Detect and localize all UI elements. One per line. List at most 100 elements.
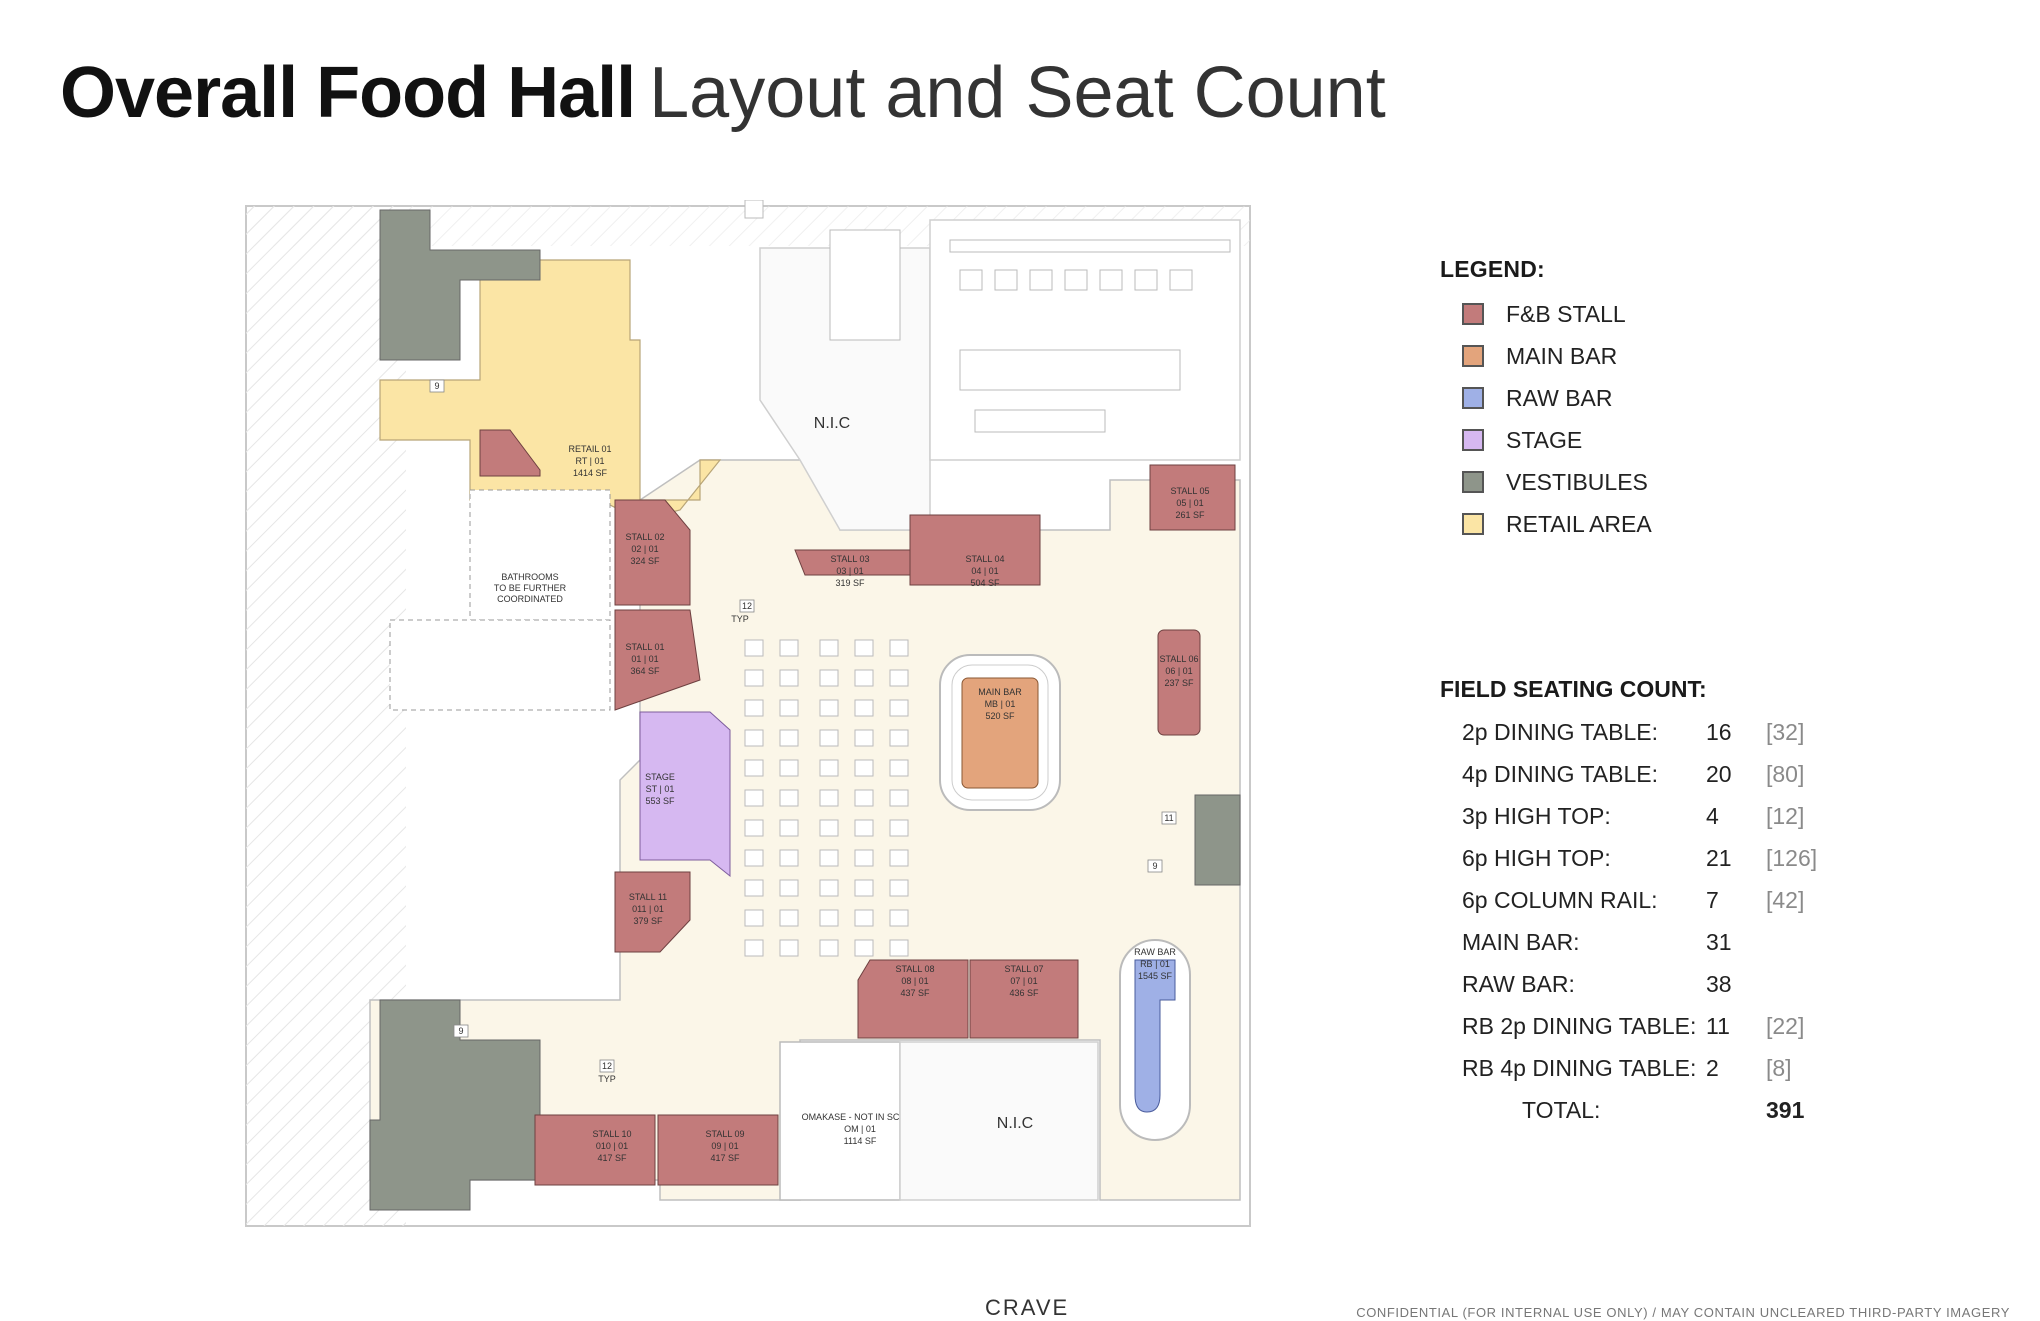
stall-05-code: 05 | 01 bbox=[1176, 498, 1203, 508]
dining-table-grid bbox=[744, 639, 909, 957]
stall-04: STALL 04 04 | 01 504 SF bbox=[909, 514, 1041, 588]
note-3: 9 bbox=[1152, 861, 1157, 871]
retail-area: 1414 SF bbox=[573, 468, 608, 478]
seating-title: FIELD SEATING COUNT: bbox=[1440, 676, 1707, 702]
dining-table bbox=[744, 759, 764, 777]
total-count: 391 bbox=[1766, 1096, 1805, 1123]
dining-table bbox=[889, 729, 909, 747]
dining-table bbox=[854, 639, 874, 657]
seat-capacity: [22] bbox=[1766, 1012, 1805, 1039]
dining-table bbox=[819, 879, 839, 897]
legend-title: LEGEND: bbox=[1440, 256, 1545, 282]
stall-07: STALL 07 07 | 01 436 SF bbox=[969, 959, 1079, 1039]
dining-table bbox=[744, 879, 764, 897]
stage-code: ST | 01 bbox=[646, 784, 675, 794]
dining-table bbox=[819, 639, 839, 657]
stall-05-name: STALL 05 bbox=[1170, 486, 1209, 496]
stage-area-text: 553 SF bbox=[645, 796, 675, 806]
dining-table bbox=[889, 789, 909, 807]
legend-label: VESTIBULES bbox=[1506, 468, 1648, 495]
confidential-note: CONFIDENTIAL (FOR INTERNAL USE ONLY) / M… bbox=[1356, 1305, 2010, 1320]
dining-table bbox=[779, 939, 799, 957]
dining-table bbox=[744, 699, 764, 717]
dining-table bbox=[889, 699, 909, 717]
legend-item-stage: STAGE bbox=[1440, 419, 2000, 461]
dining-table bbox=[779, 699, 799, 717]
main-bar-area: 520 SF bbox=[985, 711, 1015, 721]
dining-table bbox=[779, 789, 799, 807]
dining-table bbox=[819, 939, 839, 957]
nic-top-label: N.I.C bbox=[814, 415, 850, 432]
dining-table bbox=[744, 789, 764, 807]
nic-bottom-label: N.I.C bbox=[997, 1115, 1033, 1132]
dining-table bbox=[744, 849, 764, 867]
stall-02-area: 324 SF bbox=[630, 556, 660, 566]
stall-04-area: 504 SF bbox=[970, 578, 1000, 588]
legend-swatch bbox=[1462, 387, 1484, 409]
seat-capacity: [42] bbox=[1766, 886, 1805, 913]
seat-label: RB 2p DINING TABLE: bbox=[1462, 1012, 1697, 1039]
bathrooms-line1: BATHROOMS bbox=[501, 572, 558, 582]
seat-count: 31 bbox=[1706, 928, 1732, 955]
dining-table bbox=[744, 819, 764, 837]
seat-label: RAW BAR: bbox=[1462, 970, 1575, 997]
omakase-name: OMAKASE - NOT IN SCOPE bbox=[802, 1112, 919, 1122]
upper-right-tables bbox=[829, 229, 1231, 433]
dining-table bbox=[889, 759, 909, 777]
stall-10-code: 010 | 01 bbox=[596, 1141, 628, 1151]
legend-label: RETAIL AREA bbox=[1506, 510, 1652, 537]
dining-table bbox=[889, 669, 909, 687]
stall-02-name: STALL 02 bbox=[625, 532, 664, 542]
dining-table bbox=[854, 729, 874, 747]
stall-02-code: 02 | 01 bbox=[631, 544, 658, 554]
dining-table bbox=[854, 909, 874, 927]
seat-label: MAIN BAR: bbox=[1462, 928, 1580, 955]
legend-label: STAGE bbox=[1506, 426, 1583, 453]
dining-table bbox=[744, 669, 764, 687]
note-1: 9 bbox=[434, 381, 439, 391]
dining-table bbox=[779, 729, 799, 747]
dining-table bbox=[779, 669, 799, 687]
seat-label: RB 4p DINING TABLE: bbox=[1462, 1054, 1697, 1081]
legend-swatch bbox=[1462, 471, 1484, 493]
dining-table bbox=[744, 639, 764, 657]
omakase-area: OMAKASE - NOT IN SCOPE OM | 01 1114 SF bbox=[779, 1041, 919, 1201]
seat-row-6p-column-rail: 6p COLUMN RAIL: 7 [42] bbox=[1440, 879, 2020, 921]
stall-06: STALL 06 06 | 01 237 SF bbox=[1157, 629, 1201, 736]
dining-table bbox=[819, 759, 839, 777]
stall-09-name: STALL 09 bbox=[705, 1129, 744, 1139]
dining-table bbox=[889, 879, 909, 897]
seat-label: 6p HIGH TOP: bbox=[1462, 844, 1611, 871]
stall-03-code: 03 | 01 bbox=[836, 566, 863, 576]
legend-swatch bbox=[1462, 303, 1484, 325]
dining-table bbox=[854, 849, 874, 867]
seat-count: 7 bbox=[1706, 886, 1719, 913]
seat-label: 2p DINING TABLE: bbox=[1462, 718, 1658, 745]
stall-03-area: 319 SF bbox=[835, 578, 865, 588]
stall-01-code: 01 | 01 bbox=[631, 654, 658, 664]
legend-swatch bbox=[1462, 513, 1484, 535]
stall-06-code: 06 | 01 bbox=[1165, 666, 1192, 676]
dining-table bbox=[854, 879, 874, 897]
dining-table bbox=[779, 879, 799, 897]
stall-11-name: STALL 11 bbox=[629, 892, 667, 902]
dining-table bbox=[854, 669, 874, 687]
seat-count: 20 bbox=[1706, 760, 1732, 787]
note-4: 11 bbox=[1164, 813, 1173, 823]
dining-table bbox=[779, 759, 799, 777]
retail-code: RT | 01 bbox=[575, 456, 604, 466]
title-bold: Overall Food Hall bbox=[60, 53, 636, 133]
dining-table bbox=[819, 819, 839, 837]
bathrooms-line2: TO BE FURTHER bbox=[494, 583, 567, 593]
note-2: 9 bbox=[458, 1026, 463, 1036]
legend: LEGEND: F&B STALL MAIN BAR RAW BAR STAGE… bbox=[1440, 256, 2000, 545]
dining-table bbox=[779, 849, 799, 867]
stall-08-code: 08 | 01 bbox=[901, 976, 928, 986]
dining-table bbox=[819, 909, 839, 927]
stall-01: STALL 01 01 | 01 364 SF bbox=[614, 609, 701, 711]
legend-item-raw-bar: RAW BAR bbox=[1440, 377, 2000, 419]
legend-item-retail-area: RETAIL AREA bbox=[1440, 503, 2000, 545]
seat-count: 21 bbox=[1706, 844, 1732, 871]
stall-06-area: 237 SF bbox=[1164, 678, 1194, 688]
